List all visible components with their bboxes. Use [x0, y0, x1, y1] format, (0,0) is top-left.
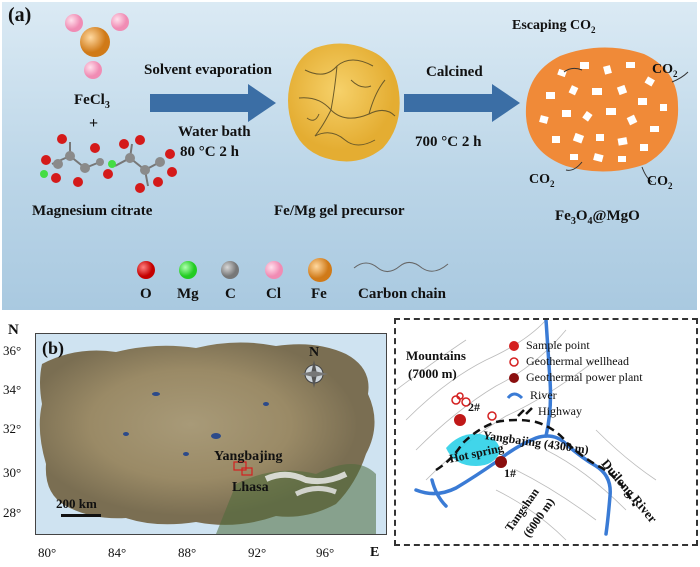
product-label: Fe3O4@MgO	[555, 208, 640, 227]
tibet-terrain-map	[39, 342, 376, 534]
legend-geothermal-wellhead: Geothermal wellhead	[526, 354, 629, 368]
ytick-30: 30°	[3, 465, 22, 480]
calcined-label: Calcined	[426, 64, 483, 80]
xtick-92: 92°	[248, 545, 267, 560]
xtick-88: 88°	[178, 545, 197, 560]
gel-precursor-label: Fe/Mg gel precursor	[274, 203, 405, 219]
mountains-label-line2: (7000 m)	[408, 366, 457, 381]
legend-highway: Highway	[538, 404, 582, 418]
legend-c-label: C	[225, 286, 236, 302]
legend-sample-point: Sample point	[526, 338, 590, 352]
panel-a-label: (a)	[8, 4, 32, 26]
plus-sign: +	[89, 115, 99, 132]
mountains-label-line1: Mountains	[406, 348, 466, 363]
yangbajing-inset-map	[396, 320, 657, 541]
co2-escape-arrows-icon	[563, 67, 689, 183]
panel-b-tibet-map: N Yangbajing Lhasa 200 km	[35, 333, 387, 535]
legend-carbon-chain-label: Carbon chain	[358, 286, 446, 302]
legend-o-label: O	[140, 286, 152, 302]
arrow-2-icon	[404, 84, 520, 122]
scale-bar	[61, 514, 101, 517]
chlorine-atom-icon	[265, 261, 283, 279]
panel-b-label: (b)	[42, 338, 64, 358]
legend-cl-label: Cl	[266, 286, 281, 302]
step1-water-bath-label: Water bath	[178, 124, 251, 140]
legend-mg-label: Mg	[177, 286, 199, 302]
co2-label-bottom-right: CO2	[647, 174, 673, 191]
magnesium-atom-icon	[179, 261, 197, 279]
step1-temp-label: 80 °C 2 h	[180, 144, 239, 160]
co2-label-bottom-left: CO2	[529, 172, 555, 189]
iron-atom-icon	[308, 258, 332, 282]
co2-label-right: CO2	[652, 62, 678, 79]
fecl3-molecule-icon	[65, 13, 129, 79]
escaping-co2-label: Escaping CO2	[512, 18, 596, 35]
carbon-atom-icon	[221, 261, 239, 279]
legend-river: River	[530, 388, 557, 402]
fe3o4-mgo-particle-icon	[525, 47, 679, 172]
legend-fe-label: Fe	[311, 286, 327, 302]
ytick-36: 36°	[3, 343, 22, 358]
atom-legend-icons	[137, 258, 332, 282]
calcined-temp-label: 700 °C 2 h	[415, 134, 482, 150]
step1-top-label: Solvent evaporation	[144, 62, 272, 78]
panel-c-yangbajing-inset: Mountains (7000 m) Sample point Geotherm…	[394, 318, 698, 546]
ytick-34: 34°	[3, 382, 22, 397]
site-1-label: 1#	[504, 466, 516, 480]
ytick-28: 28°	[3, 505, 22, 520]
site-2-label: 2#	[468, 400, 480, 414]
magnesium-citrate-molecule-icon	[40, 134, 177, 193]
ytick-32: 32°	[3, 421, 22, 436]
carbon-chain-icon	[353, 262, 449, 272]
fecl3-label: FeCl3	[74, 92, 110, 111]
legend-geothermal-power-plant: Geothermal power plant	[526, 370, 643, 384]
lhasa-map-label: Lhasa	[232, 480, 269, 495]
gel-precursor-icon	[288, 43, 400, 162]
oxygen-atom-icon	[137, 261, 155, 279]
compass-rose-icon	[300, 360, 328, 388]
xtick-80: 80°	[38, 545, 57, 560]
compass-north-label: N	[309, 345, 320, 360]
yangbajing-map-label: Yangbajing	[214, 449, 283, 464]
xtick-96: 96°	[316, 545, 335, 560]
panel-a-synthesis-scheme: (a) FeCl3 +	[2, 2, 697, 310]
map-east-axis-label: E	[370, 545, 380, 560]
scale-label: 200 km	[56, 496, 97, 511]
map-north-axis-label: N	[8, 322, 19, 338]
magnesium-citrate-label: Magnesium citrate	[32, 203, 153, 219]
arrow-1-icon	[150, 84, 276, 122]
xtick-84: 84°	[108, 545, 127, 560]
